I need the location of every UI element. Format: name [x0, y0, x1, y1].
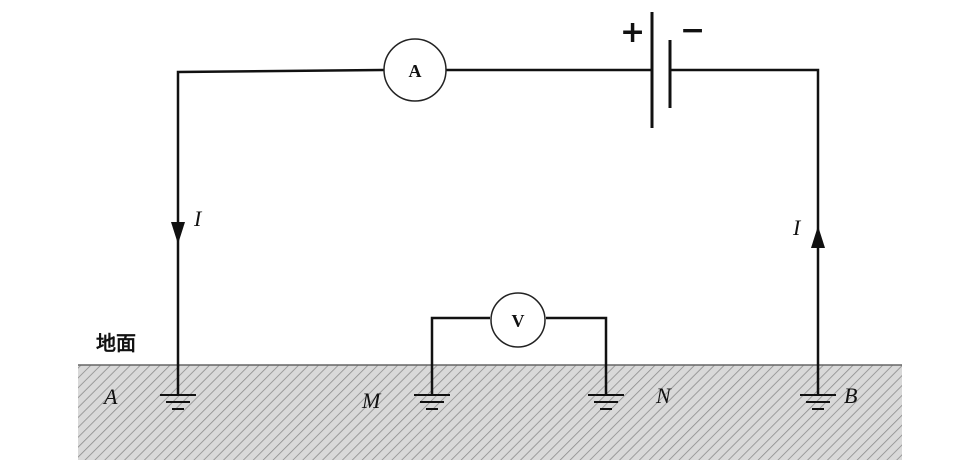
voltmeter-label: V	[512, 311, 525, 331]
ground-symbol-b	[800, 394, 836, 410]
ground-symbol-a	[160, 394, 196, 410]
wire-voltmeter-right	[546, 316, 608, 395]
electrode-label-b: B	[844, 383, 857, 408]
current-label-right: I	[792, 215, 802, 240]
voltmeter-ring	[490, 292, 546, 348]
voltmeter: V	[490, 292, 546, 348]
current-arrow-up	[811, 226, 825, 248]
electrode-label-n: N	[655, 383, 672, 408]
battery: + −	[620, 12, 705, 128]
electrode-label-a: A	[102, 384, 118, 409]
wire-left	[176, 68, 385, 395]
ammeter-label: A	[409, 61, 422, 81]
ammeter: A	[383, 38, 447, 102]
ground-symbol-n	[588, 394, 624, 410]
battery-plus-sign: +	[620, 15, 645, 50]
battery-minus-sign: −	[680, 13, 705, 48]
ground-region	[78, 365, 902, 460]
current-arrow-down	[171, 222, 185, 244]
ammeter-ring	[383, 38, 447, 102]
wire-right	[670, 68, 820, 395]
ground-symbol-m	[414, 394, 450, 410]
current-label-left: I	[193, 206, 203, 231]
wire-voltmeter-left	[430, 316, 490, 395]
ground-surface-label: 地面	[96, 331, 136, 355]
electrode-label-m: M	[361, 388, 382, 413]
